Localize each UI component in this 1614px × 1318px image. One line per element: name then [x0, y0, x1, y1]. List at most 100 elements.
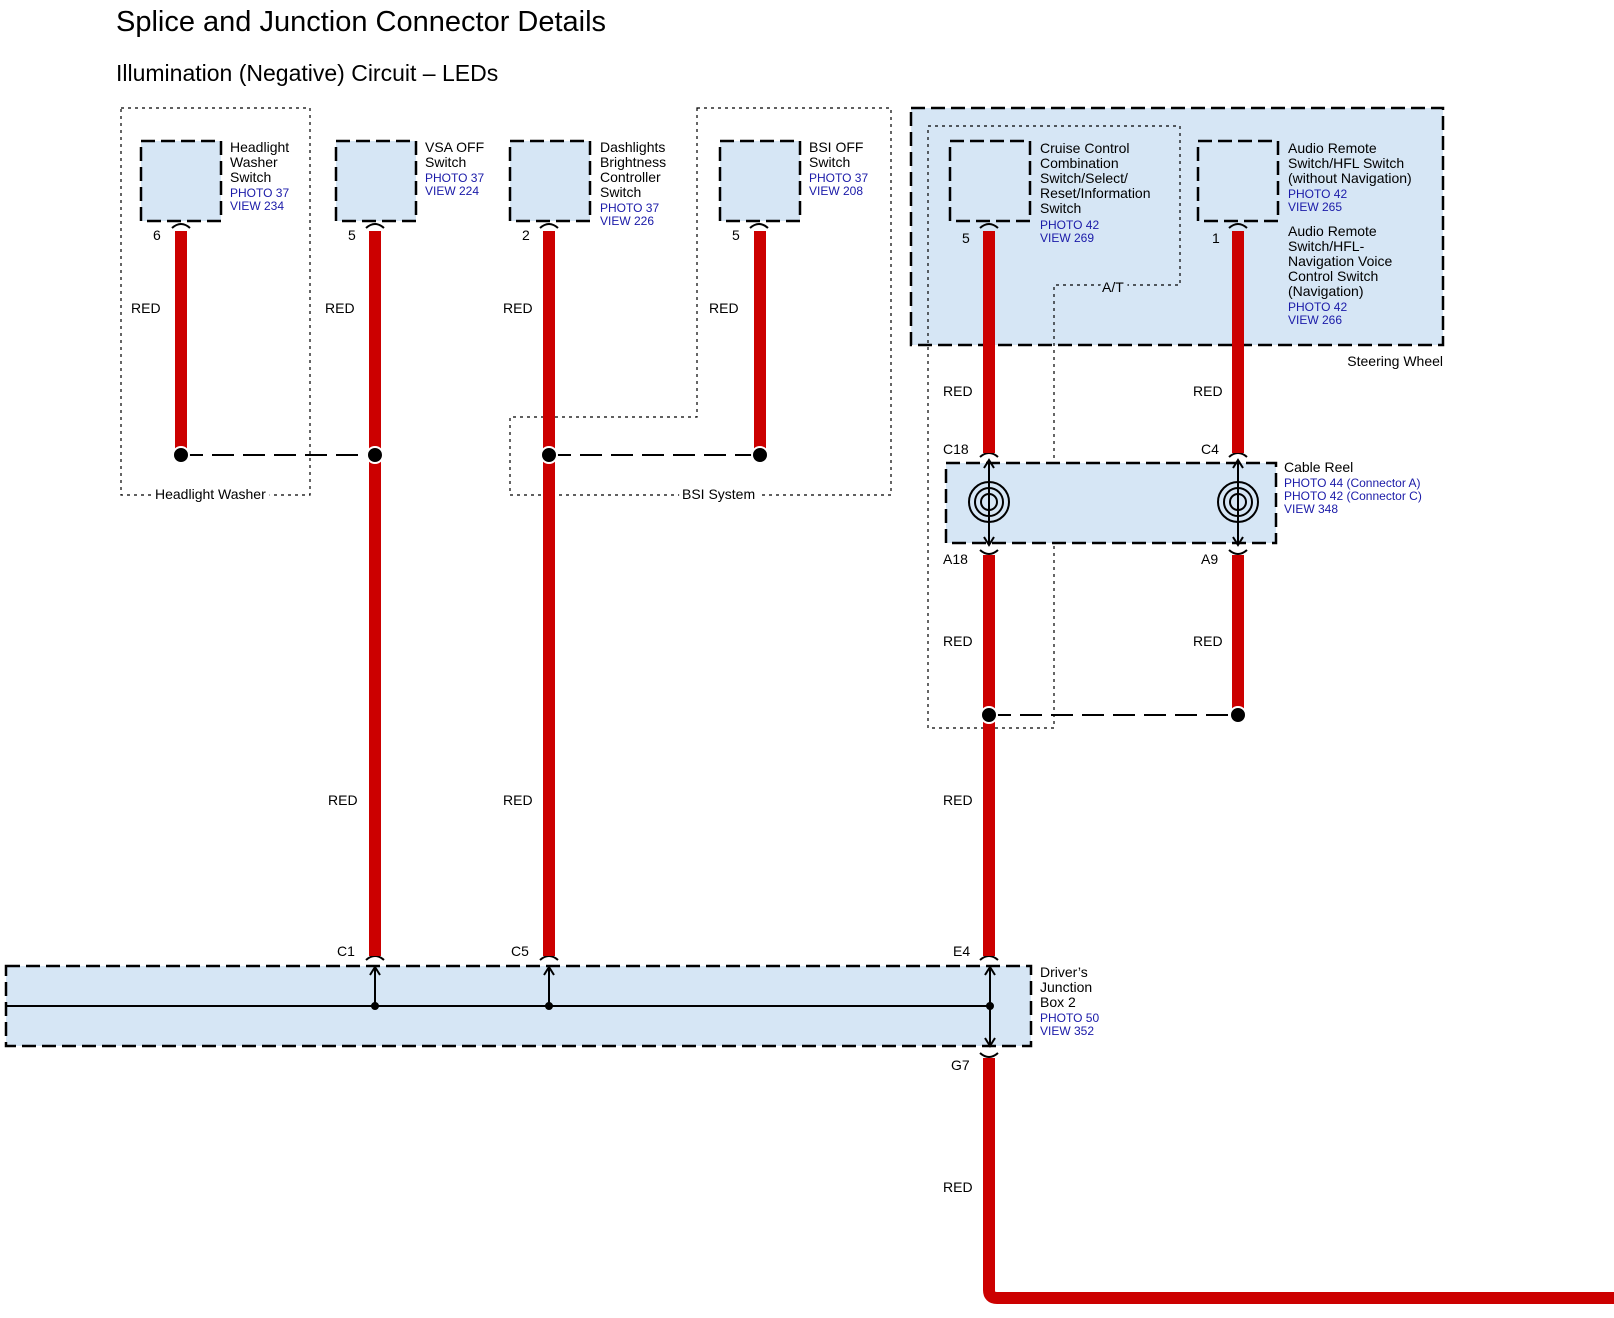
- cruise-control-switch-label: Cruise Control Combination Switch/Select…: [1040, 140, 1151, 245]
- pin-number: 6: [153, 227, 161, 243]
- svg-text:Dashlights: Dashlights: [600, 139, 665, 155]
- wire-label: RED: [503, 300, 533, 316]
- pin-number: A18: [943, 551, 968, 567]
- pin-number: C1: [337, 943, 355, 959]
- pin-number: 2: [522, 227, 530, 243]
- pin-number: C5: [511, 943, 529, 959]
- svg-text:VIEW 352: VIEW 352: [1040, 1024, 1094, 1038]
- svg-text:PHOTO 44 (Connector A): PHOTO 44 (Connector A): [1284, 476, 1421, 490]
- steering-wheel-label: Steering Wheel: [1347, 353, 1443, 369]
- svg-text:Combination: Combination: [1040, 155, 1119, 171]
- wire-label: RED: [328, 792, 358, 808]
- splice-points: [172, 446, 1247, 724]
- svg-text:Audio Remote: Audio Remote: [1288, 140, 1377, 156]
- pin-number: C18: [943, 441, 969, 457]
- page-title: Splice and Junction Connector Details: [116, 6, 607, 38]
- svg-text:Switch: Switch: [600, 184, 641, 200]
- svg-text:VIEW 269: VIEW 269: [1040, 231, 1094, 245]
- svg-text:Controller: Controller: [600, 169, 661, 185]
- at-group-label: A/T: [1102, 279, 1124, 295]
- wire-label: RED: [943, 1179, 973, 1195]
- audio-remote-switch-label: Audio Remote Switch/HFL Switch (without …: [1288, 140, 1412, 327]
- audio-remote-switch-box: [1196, 139, 1280, 223]
- svg-text:Cable Reel: Cable Reel: [1284, 459, 1353, 475]
- svg-text:Switch: Switch: [230, 169, 271, 185]
- pin-cap-c4: [1228, 452, 1248, 458]
- cable-reel-label: Cable Reel PHOTO 44 (Connector A) PHOTO …: [1284, 459, 1422, 516]
- pin-numbers: 6 5 2 5 5 1 C18 C4 A18 A9 C1 C5 E4 G7: [153, 227, 1220, 1073]
- svg-text:Audio Remote: Audio Remote: [1288, 223, 1377, 239]
- wire-label: RED: [325, 300, 355, 316]
- svg-text:Control Switch: Control Switch: [1288, 268, 1378, 284]
- svg-text:PHOTO 37: PHOTO 37: [425, 171, 484, 185]
- pin-cap-dashlights: [539, 223, 559, 229]
- bsi-system-group-label: BSI System: [682, 486, 755, 502]
- wire-label: RED: [943, 383, 973, 399]
- headlight-washer-group-label: Headlight Washer: [155, 486, 266, 502]
- wire-label: RED: [943, 792, 973, 808]
- svg-text:Switch: Switch: [1040, 200, 1081, 216]
- svg-text:VIEW 265: VIEW 265: [1288, 200, 1342, 214]
- cruise-control-switch-box: [948, 139, 1032, 223]
- bsi-off-switch-label: BSI OFF Switch PHOTO 37 VIEW 208: [809, 139, 868, 198]
- pin-number: 1: [1212, 230, 1220, 246]
- svg-text:Cruise Control: Cruise Control: [1040, 140, 1129, 156]
- cable-reel-spiral-left: [968, 458, 1010, 547]
- wire-label: RED: [709, 300, 739, 316]
- pin-number: 5: [732, 227, 740, 243]
- pin-number: E4: [953, 943, 970, 959]
- wire-label: RED: [503, 792, 533, 808]
- headlight-washer-switch-label: Headlight Washer Switch PHOTO 37 VIEW 23…: [230, 139, 289, 213]
- page-subtitle: Illumination (Negative) Circuit – LEDs: [116, 60, 499, 86]
- wire-ground-output: [983, 1058, 1614, 1304]
- svg-text:Switch: Switch: [425, 154, 466, 170]
- svg-text:VSA OFF: VSA OFF: [425, 139, 484, 155]
- svg-text:PHOTO 42 (Connector C): PHOTO 42 (Connector C): [1284, 489, 1422, 503]
- svg-text:Switch/Select/: Switch/Select/: [1040, 170, 1128, 186]
- svg-text:BSI OFF: BSI OFF: [809, 139, 863, 155]
- svg-text:Washer: Washer: [230, 154, 278, 170]
- svg-text:PHOTO 42: PHOTO 42: [1288, 187, 1347, 201]
- svg-text:Brightness: Brightness: [600, 154, 666, 170]
- svg-text:VIEW 208: VIEW 208: [809, 184, 863, 198]
- svg-text:Driver’s: Driver’s: [1040, 964, 1088, 980]
- svg-text:Headlight: Headlight: [230, 139, 289, 155]
- pin-cap-headlight: [171, 223, 191, 229]
- svg-text:PHOTO 37: PHOTO 37: [809, 171, 868, 185]
- junction-box-internal-bus: [6, 955, 999, 1058]
- pin-cap-audio: [1228, 223, 1248, 229]
- pin-number: G7: [951, 1057, 970, 1073]
- svg-text:Junction: Junction: [1040, 979, 1092, 995]
- junction-box-2-label: Driver’s Junction Box 2 PHOTO 50 VIEW 35…: [1040, 964, 1099, 1038]
- pin-number: C4: [1201, 441, 1219, 457]
- wire-color-labels: RED RED RED RED RED RED RED RED RED RED …: [131, 300, 1223, 1195]
- svg-text:PHOTO 37: PHOTO 37: [600, 201, 659, 215]
- svg-text:VIEW 234: VIEW 234: [230, 199, 284, 213]
- svg-text:VIEW 348: VIEW 348: [1284, 502, 1338, 516]
- headlight-washer-switch-box: [139, 139, 223, 223]
- cable-reel-spiral-right: [1217, 458, 1259, 547]
- wire-label: RED: [131, 300, 161, 316]
- at-group: [927, 125, 1181, 729]
- pin-cap-bsi: [749, 223, 769, 229]
- wire-label: RED: [1193, 383, 1223, 399]
- svg-text:Switch/HFL-: Switch/HFL-: [1288, 238, 1365, 254]
- pin-cap-a18: [979, 549, 999, 555]
- svg-text:Switch/HFL Switch: Switch/HFL Switch: [1288, 155, 1404, 171]
- pin-cap-a9: [1228, 549, 1248, 555]
- dashlights-controller-label: Dashlights Brightness Controller Switch …: [600, 139, 666, 228]
- svg-text:VIEW 226: VIEW 226: [600, 214, 654, 228]
- cable-reel-box: [944, 461, 1278, 545]
- wire-label: RED: [1193, 633, 1223, 649]
- svg-text:PHOTO 50: PHOTO 50: [1040, 1011, 1099, 1025]
- svg-text:Box 2: Box 2: [1040, 994, 1076, 1010]
- svg-text:(Navigation): (Navigation): [1288, 283, 1363, 299]
- svg-text:Reset/Information: Reset/Information: [1040, 185, 1151, 201]
- svg-text:Switch: Switch: [809, 154, 850, 170]
- pin-number: 5: [962, 230, 970, 246]
- bsi-off-switch-box: [718, 139, 802, 223]
- pin-number: A9: [1201, 551, 1218, 567]
- svg-text:(without Navigation): (without Navigation): [1288, 170, 1412, 186]
- svg-text:PHOTO 42: PHOTO 42: [1040, 218, 1099, 232]
